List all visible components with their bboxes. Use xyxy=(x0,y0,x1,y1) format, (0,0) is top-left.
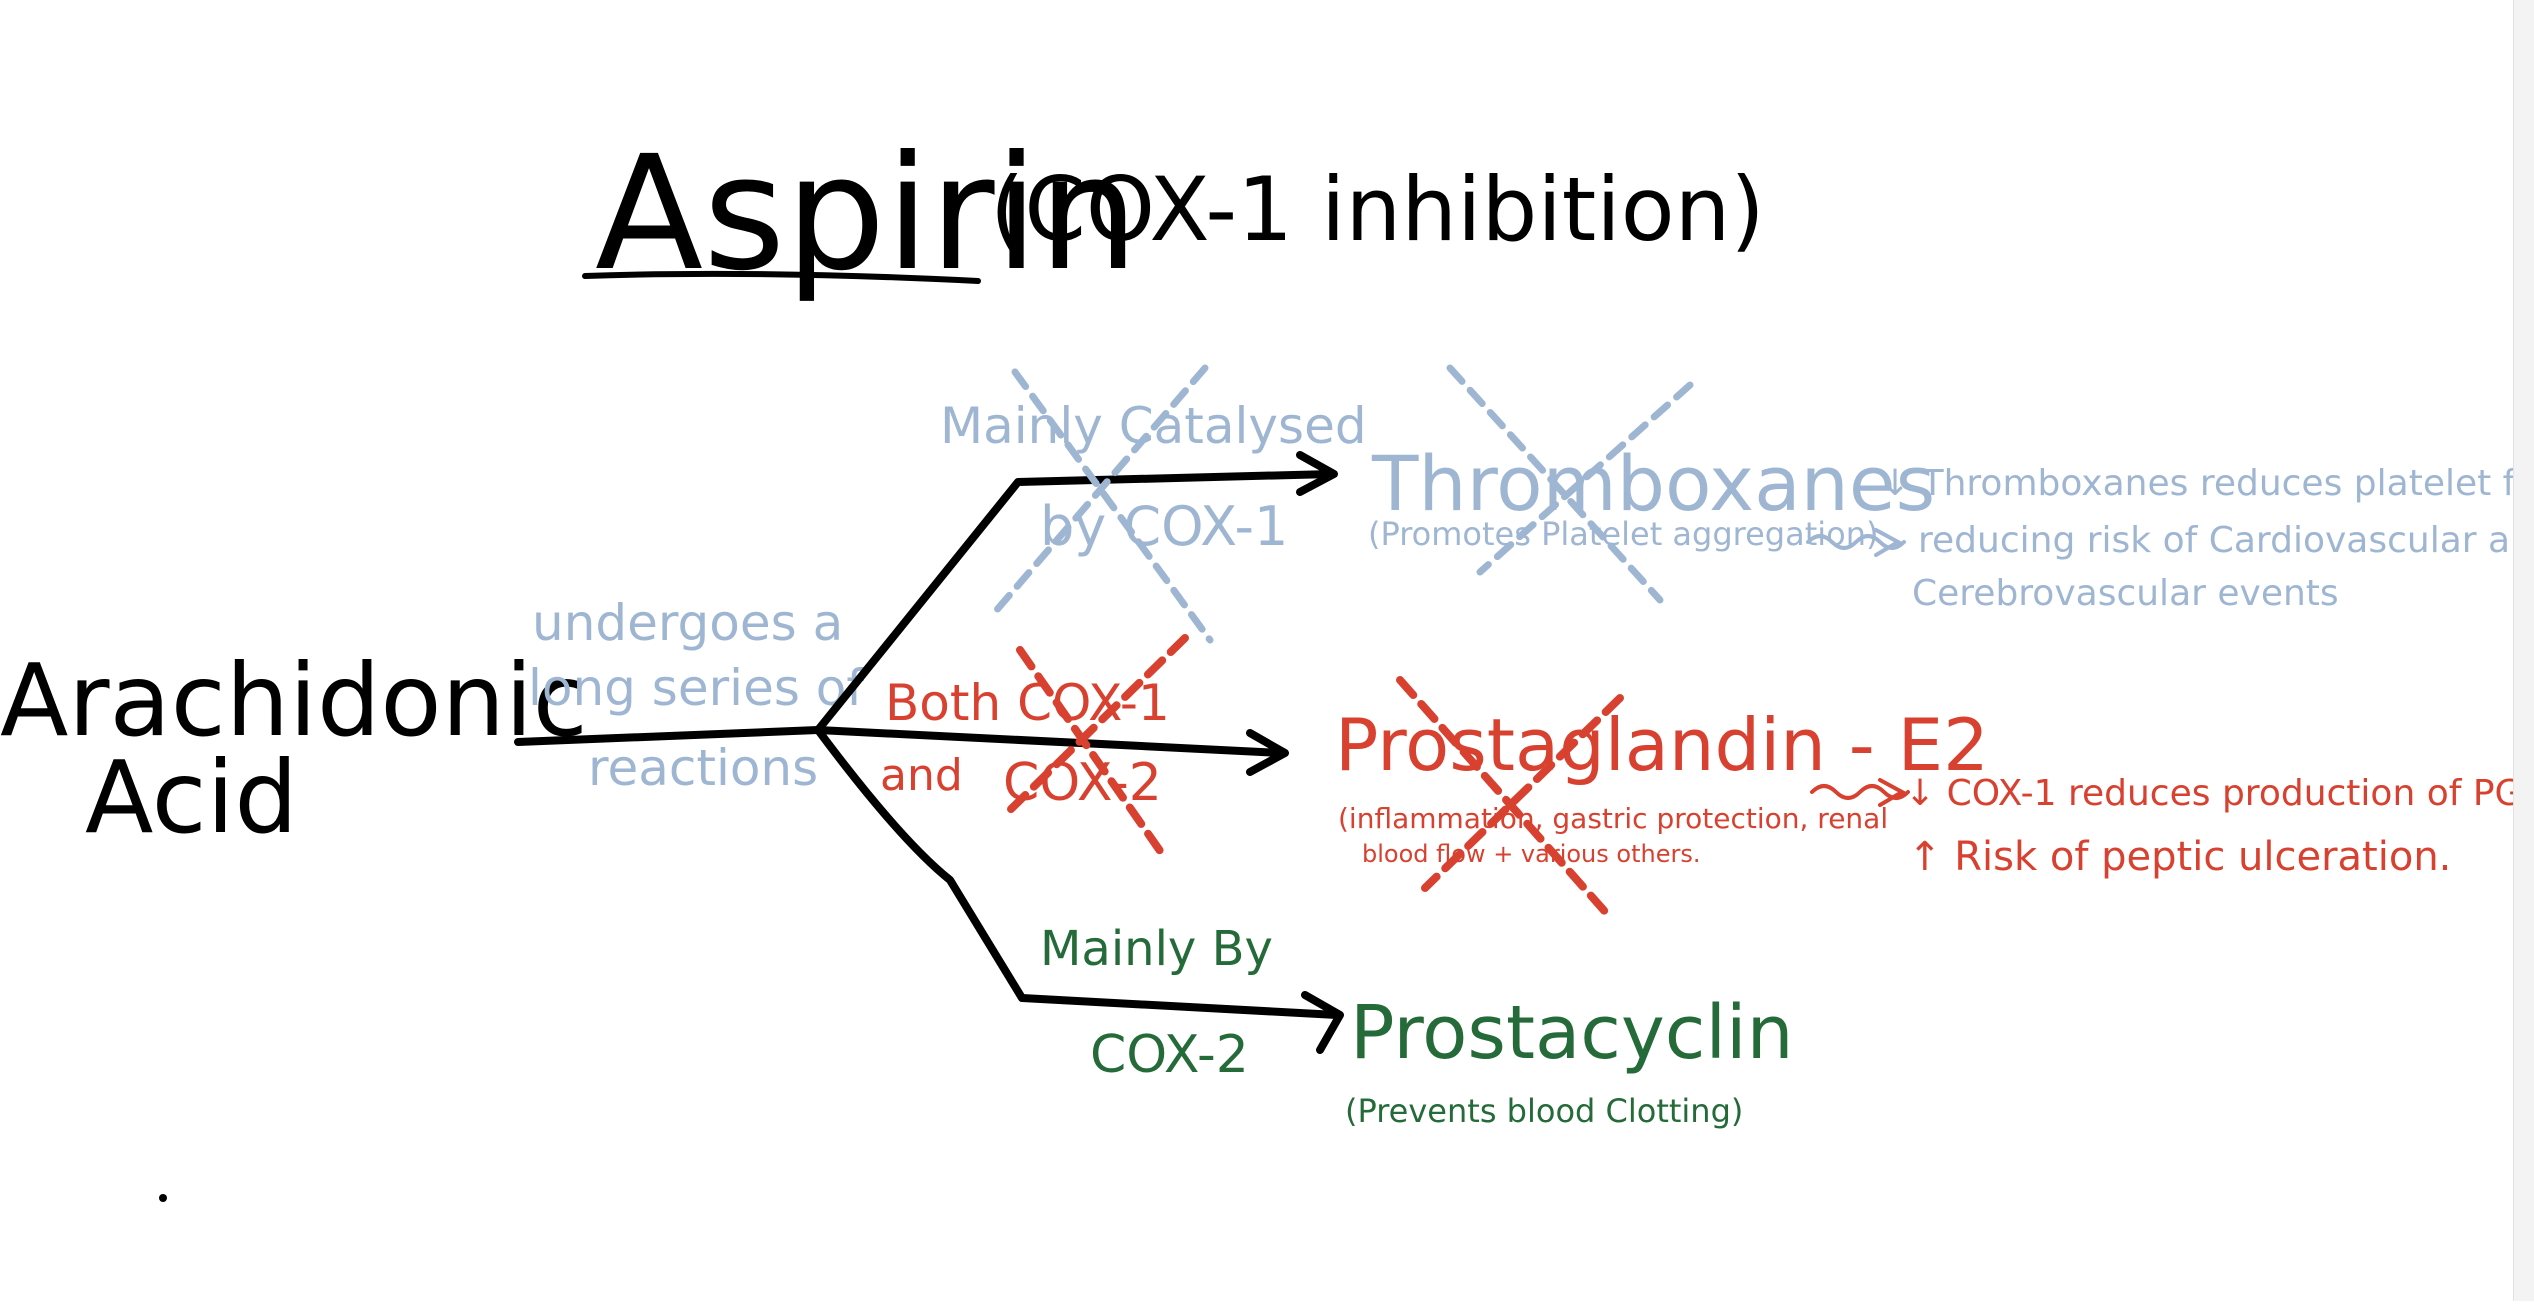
prostaglandin-enzyme-line2a: and xyxy=(880,750,963,801)
title-underline xyxy=(582,270,981,284)
prostacyclin-enzyme-line1: Mainly By xyxy=(1040,921,1273,977)
process-note-line2: long series of xyxy=(528,659,865,717)
thromboxanes-product-cross-out xyxy=(1446,364,1694,604)
branch-upper-arrowhead xyxy=(1296,451,1338,496)
branch-upper-arrow xyxy=(814,470,1336,734)
branch-lower-arrow xyxy=(814,726,1341,1019)
thromboxanes-product: Thromboxanes xyxy=(1371,439,1935,528)
branch-middle-arrowhead xyxy=(1246,729,1289,776)
prostaglandin-effect-line2: ↑ Risk of peptic ulceration. xyxy=(1908,834,2451,880)
prostaglandin-product: Prostaglandin - E2 xyxy=(1335,703,1989,787)
thromboxanes-effect-line1: ↓ Thromboxanes reduces platelet function xyxy=(1880,463,2534,504)
prostaglandin-product-note-line1: (inflammation, gastric protection, renal xyxy=(1338,802,1888,835)
branch-middle-arrow xyxy=(814,726,1286,757)
branch-lower-arrowhead xyxy=(1301,991,1344,1054)
prostaglandin-squiggle-arrow xyxy=(1810,778,1910,807)
vertical-scrollbar[interactable] xyxy=(2513,0,2534,1301)
title-subtitle: (COX-1 inhibition) xyxy=(990,158,1765,261)
branch-thromboxanes: Mainly Catalysed by COX-1 Thromboxanes (… xyxy=(940,364,2534,644)
process-note-line3: reactions xyxy=(588,739,818,797)
process-note-line1: undergoes a xyxy=(532,594,843,652)
prostaglandin-enzyme-cross-out xyxy=(1001,634,1189,862)
source-label-line1: Arachidonic xyxy=(0,642,588,759)
prostacyclin-product: Prostacyclin xyxy=(1350,990,1794,1076)
prostaglandin-product-note-line2: blood flow + various others. xyxy=(1362,840,1700,868)
source-label-line2: Acid xyxy=(85,739,298,856)
thromboxanes-effect-line2: reducing risk of Cardiovascular and xyxy=(1918,520,2534,561)
prostacyclin-product-note: (Prevents blood Clotting) xyxy=(1345,1092,1743,1130)
thromboxanes-effect-line3: Cerebrovascular events xyxy=(1912,573,2339,614)
thromboxanes-enzyme-line2: by COX-1 xyxy=(1040,495,1288,558)
prostaglandin-effect-line1: ↓ COX-1 reduces production of PGE2 xyxy=(1905,773,2534,814)
stray-ink-dot xyxy=(159,1194,167,1202)
branch-prostaglandin: Both COX-1 and COX-2 Prostaglandin - E2 … xyxy=(880,634,2534,919)
prostaglandin-enzyme-line1: Both COX-1 xyxy=(885,674,1170,732)
pathway-arrows xyxy=(514,451,1344,1054)
thromboxanes-enzyme-cross-out xyxy=(991,364,1214,644)
prostacyclin-enzyme-line2: COX-2 xyxy=(1090,1025,1249,1085)
thromboxanes-product-note: (Promotes Platelet aggregation) xyxy=(1368,515,1878,553)
main-trunk-arrow xyxy=(514,726,822,746)
prostaglandin-product-cross-out xyxy=(1396,676,1624,919)
thromboxanes-squiggle-arrow xyxy=(1806,528,1906,557)
prostaglandin-enzyme-line2b: COX-2 xyxy=(1003,753,1162,813)
branch-prostacyclin: Mainly By COX-2 Prostacyclin (Prevents b… xyxy=(1040,921,1794,1130)
